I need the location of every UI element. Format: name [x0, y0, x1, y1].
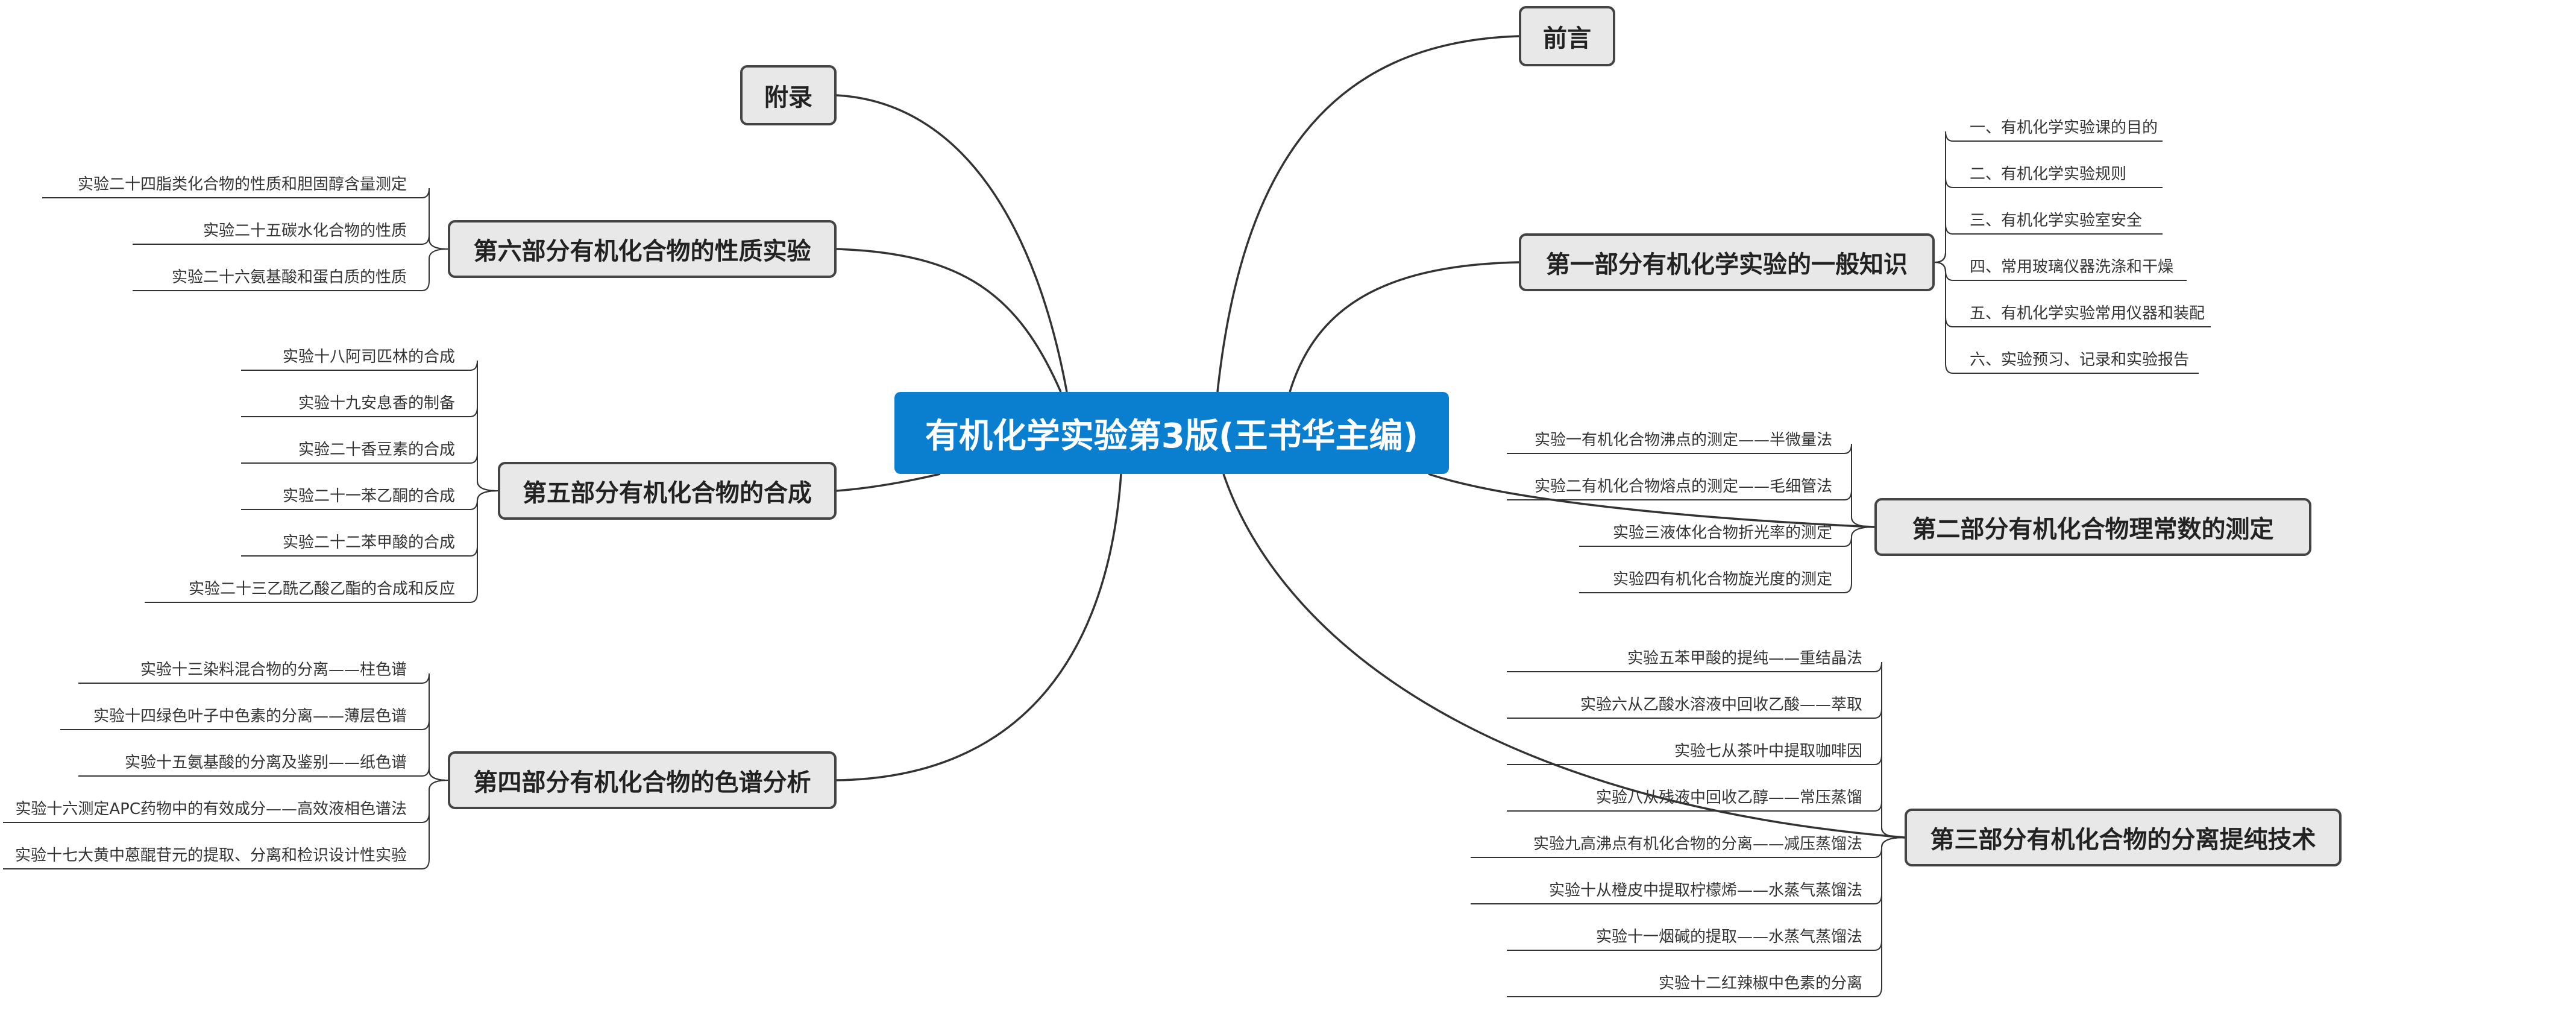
connector-line: [470, 453, 498, 491]
branch-part-6[interactable]: 第六部分有机化合物的性质实验: [448, 220, 837, 278]
branch-appendix[interactable]: 附录: [740, 65, 837, 125]
leaf-part5-item-6[interactable]: 实验二十三乙酰乙酸乙酯的合成和反应: [188, 580, 455, 598]
connector-line: [1934, 131, 1953, 263]
leaf-part6-item-3[interactable]: 实验二十六氨基酸和蛋白质的性质: [171, 268, 407, 286]
leaf-part2-item-3[interactable]: 实验三液体化合物折光率的测定: [1612, 524, 1832, 542]
connector-line: [470, 490, 498, 510]
leaf-part3-item-3[interactable]: 实验七从茶叶中提取咖啡因: [1674, 742, 1862, 760]
leaf-part5-item-1[interactable]: 实验十八阿司匹林的合成: [282, 348, 455, 366]
leaf-part1-item-2[interactable]: 二、有机化学实验规则: [1970, 165, 2127, 183]
leaf-part2-item-1[interactable]: 实验一有机化合物沸点的测定——半微量法: [1534, 431, 1832, 449]
connector-line: [421, 766, 448, 781]
branch-part-3[interactable]: 第三部分有机化合物的分离提纯技术: [1905, 809, 2342, 866]
connector-line: [421, 673, 448, 781]
connector-line: [836, 248, 1062, 393]
branch-part-5[interactable]: 第五部分有机化合物的合成: [498, 462, 837, 520]
leaf-part5-item-4[interactable]: 实验二十一苯乙酮的合成: [282, 487, 455, 505]
leaf-part1-item-1[interactable]: 一、有机化学实验课的目的: [1970, 119, 2158, 137]
connector-line: [1216, 35, 1519, 393]
connector-line: [1874, 837, 1905, 951]
leaf-part4-item-5[interactable]: 实验十七大黄中蒽醌苷元的提取、分离和检识设计性实验: [14, 847, 407, 865]
leaf-part4-item-2[interactable]: 实验十四绿色叶子中色素的分离——薄层色谱: [93, 707, 407, 725]
leaf-part3-item-7[interactable]: 实验十一烟碱的提取——水蒸气蒸馏法: [1595, 928, 1862, 946]
leaf-part3-item-5[interactable]: 实验九高沸点有机化合物的分离——减压蒸馏法: [1533, 835, 1862, 853]
leaf-part1-item-4[interactable]: 四、常用玻璃仪器洗涤和干燥: [1970, 258, 2174, 276]
connector-line: [1289, 261, 1519, 393]
leaf-part3-item-6[interactable]: 实验十从橙皮中提取柠檬烯——水蒸气蒸馏法: [1548, 882, 1862, 900]
connector-line: [1934, 262, 1953, 374]
connector-line: [1874, 837, 1905, 904]
leaf-part3-item-4[interactable]: 实验八从残液中回收乙醇——常压蒸馏: [1595, 789, 1862, 807]
connector-line: [1874, 661, 1905, 838]
connector-line: [836, 94, 1068, 393]
leaf-part1-item-5[interactable]: 五、有机化学实验常用仪器和装配: [1970, 304, 2205, 323]
connector-line: [1844, 526, 1875, 547]
branch-preface[interactable]: 前言: [1519, 6, 1615, 66]
connector-line: [421, 780, 448, 823]
connector-line: [1428, 473, 1875, 528]
leaf-part1-item-3[interactable]: 三、有机化学实验室安全: [1970, 212, 2143, 230]
connector-line: [470, 360, 498, 491]
connector-line: [1222, 473, 1905, 839]
leaf-part1-item-6[interactable]: 六、实验预习、记录和实验报告: [1970, 351, 2190, 369]
connector-line: [836, 473, 941, 492]
leaf-part3-item-1[interactable]: 实验五苯甲酸的提纯——重结晶法: [1627, 649, 1862, 667]
branch-part-1[interactable]: 第一部分有机化学实验的一般知识: [1519, 233, 1935, 291]
connector-line: [421, 234, 448, 250]
connector-line: [1844, 490, 1875, 528]
leaf-part5-item-2[interactable]: 实验十九安息香的制备: [298, 394, 455, 412]
leaf-part5-item-3[interactable]: 实验二十香豆素的合成: [298, 441, 455, 459]
branch-part-4[interactable]: 第四部分有机化合物的色谱分析: [448, 751, 837, 809]
connector-line: [1934, 262, 1953, 327]
leaf-part4-item-1[interactable]: 实验十三染料混合物的分离——柱色谱: [140, 661, 407, 679]
connector-line: [1874, 708, 1905, 838]
leaf-part4-item-3[interactable]: 实验十五氨基酸的分离及鉴别——纸色谱: [124, 754, 407, 772]
connector-line: [1844, 526, 1875, 593]
connector-line: [1934, 177, 1953, 263]
connector-line: [421, 719, 448, 781]
connector-line: [421, 248, 448, 291]
connector-line: [421, 780, 448, 869]
connector-line: [470, 406, 498, 491]
connector-line: [470, 490, 498, 557]
leaf-part6-item-1[interactable]: 实验二十四脂类化合物的性质和胆固醇含量测定: [77, 175, 407, 194]
branch-part-2[interactable]: 第二部分有机化合物理常数的测定: [1874, 498, 2311, 556]
leaf-part6-item-2[interactable]: 实验二十五碳水化合物的性质: [203, 222, 407, 240]
leaf-part2-item-4[interactable]: 实验四有机化合物旋光度的测定: [1612, 570, 1832, 588]
root-topic[interactable]: 有机化学实验第3版(王书华主编): [894, 392, 1449, 474]
connector-line: [421, 188, 448, 250]
connector-line: [1844, 443, 1875, 528]
connector-line: [1874, 801, 1905, 838]
leaf-part3-item-8[interactable]: 实验十二红辣椒中色素的分离: [1658, 974, 1862, 992]
leaf-part4-item-4[interactable]: 实验十六测定APC药物中的有效成分——高效液相色谱法: [15, 800, 407, 818]
connector-line: [836, 473, 1122, 781]
leaf-part3-item-2[interactable]: 实验六从乙酸水溶液中回收乙酸——萃取: [1580, 696, 1862, 714]
leaf-part2-item-2[interactable]: 实验二有机化合物熔点的测定——毛细管法: [1534, 478, 1832, 496]
connector-line: [1934, 224, 1953, 263]
connector-line: [1874, 754, 1905, 838]
connector-line: [470, 490, 498, 603]
leaf-part5-item-5[interactable]: 实验二十二苯甲酸的合成: [282, 534, 455, 552]
connector-line: [1874, 837, 1905, 997]
connector-line: [1874, 837, 1905, 858]
